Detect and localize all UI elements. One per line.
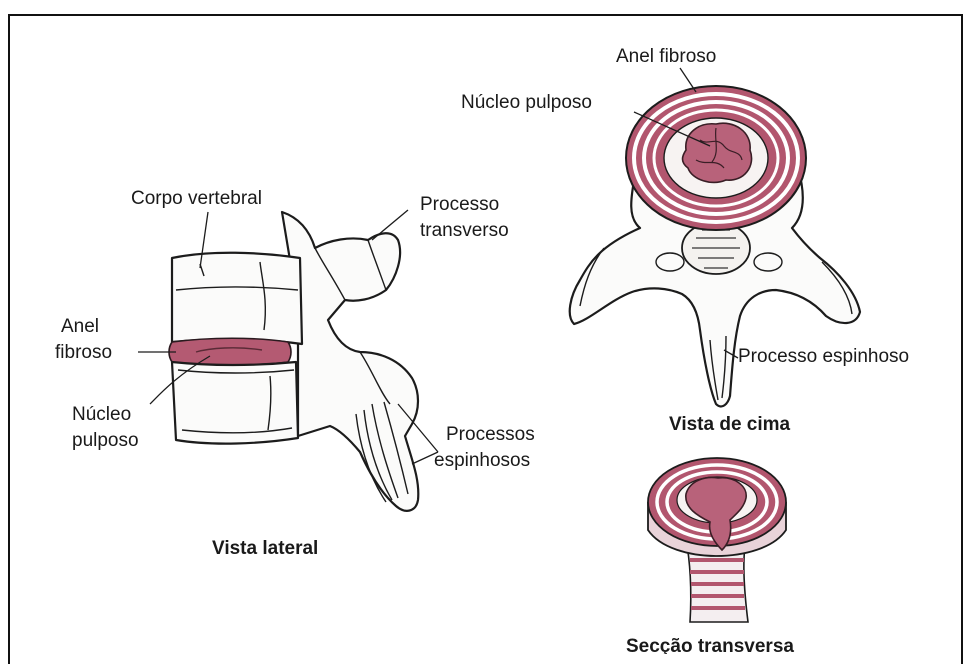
processos-espinhosos-label-2: espinhosos	[434, 450, 530, 471]
top-view-nucleus-pulposus	[683, 123, 752, 182]
lateral-view	[169, 212, 418, 511]
vista-lateral-caption: Vista lateral	[212, 538, 318, 559]
vista-de-cima-caption: Vista de cima	[669, 414, 791, 435]
seccao-transversa-caption: Secção transversa	[626, 636, 794, 654]
processo-transverso-label-1: Processo	[420, 194, 499, 215]
processo-transverso-label-2: transverso	[420, 220, 509, 241]
anel-fibroso-lateral-label-2: fibroso	[55, 342, 112, 363]
anel-fibroso-lateral-label-1: Anel	[61, 316, 99, 337]
processos-espinhosos-label-1: Processos	[446, 424, 535, 445]
nucleo-pulposo-lateral-label-1: Núcleo	[72, 404, 131, 425]
cross-section	[648, 458, 786, 622]
corpo-vertebral-label: Corpo vertebral	[131, 188, 262, 209]
processo-espinhoso-label: Processo espinhoso	[738, 346, 909, 367]
anel-fibroso-top-label: Anel fibroso	[616, 46, 716, 67]
intervertebral-disc-lateral	[169, 338, 291, 365]
nucleo-pulposo-lateral-label-2: pulposo	[72, 430, 139, 451]
nucleo-pulposo-top-label: Núcleo pulposo	[461, 92, 592, 113]
upper-vertebral-body	[172, 253, 302, 344]
lateral-posterior-arch	[282, 212, 418, 511]
